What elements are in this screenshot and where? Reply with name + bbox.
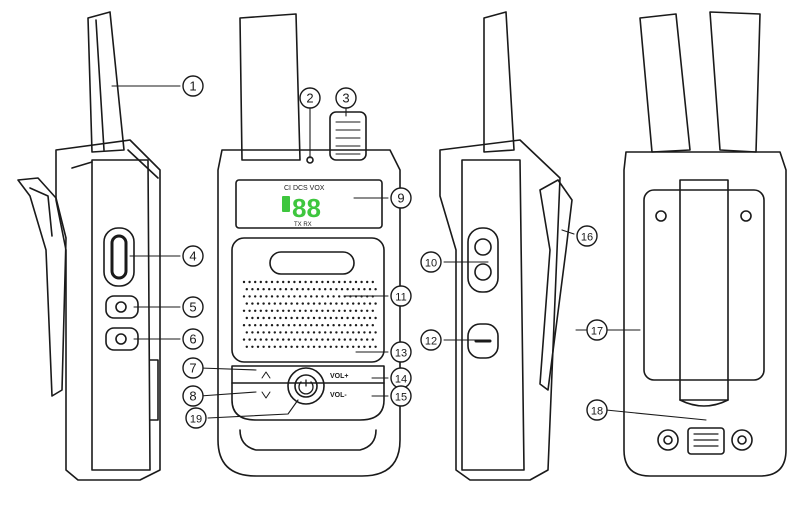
callout-19: 19 — [185, 407, 207, 429]
callout-4: 4 — [182, 245, 204, 267]
callout-label-16: 16 — [581, 232, 593, 244]
display-digits: 88 — [292, 193, 321, 223]
back-view — [623, 11, 787, 477]
vol-up-label: VOL+ — [330, 373, 348, 380]
callout-2: 2 — [299, 87, 321, 109]
callout-1: 1 — [182, 75, 204, 97]
callout-label-12: 12 — [425, 336, 437, 348]
callout-15: 15 — [390, 385, 412, 407]
callout-10: 10 — [420, 251, 442, 273]
callout-label-3: 3 — [342, 91, 349, 106]
callout-label-11: 11 — [395, 292, 406, 304]
callout-11: 11 — [390, 285, 412, 307]
callout-8: 8 — [182, 385, 204, 407]
callout-label-4: 4 — [189, 249, 196, 264]
down-arrow-icon — [261, 391, 271, 399]
callout-17: 17 — [586, 319, 608, 341]
display-top-icons: CI DCS VOX — [284, 185, 325, 192]
front-view: CI DCS VOX 88 TX RX VOL+ VOL- — [217, 13, 401, 477]
callout-label-13: 13 — [395, 348, 407, 360]
callout-label-1: 1 — [189, 79, 196, 94]
callout-label-15: 15 — [395, 392, 407, 404]
callout-9: 9 — [390, 187, 412, 209]
vol-down-label: VOL- — [330, 392, 347, 399]
display-bottom-icons: TX RX — [294, 222, 312, 228]
callout-label-19: 19 — [190, 414, 202, 426]
callout-label-18: 18 — [591, 406, 603, 418]
right-side-view — [439, 11, 573, 481]
callout-14: 14 — [390, 367, 412, 389]
callout-label-2: 2 — [306, 91, 313, 106]
power-button[interactable] — [287, 367, 325, 405]
callout-5: 5 — [182, 296, 204, 318]
callout-label-17: 17 — [591, 326, 603, 338]
callout-13: 13 — [390, 341, 412, 363]
callout-label-9: 9 — [397, 191, 404, 206]
leader-lines — [111, 85, 707, 421]
callout-6: 6 — [182, 328, 204, 350]
callout-label-6: 6 — [189, 332, 196, 347]
left-side-view — [17, 11, 161, 481]
callout-7: 7 — [182, 357, 204, 379]
callout-16: 16 — [576, 225, 598, 247]
callout-label-5: 5 — [189, 300, 196, 315]
battery-icon — [282, 196, 290, 212]
callout-3: 3 — [335, 87, 357, 109]
callout-18: 18 — [586, 399, 608, 421]
callout-12: 12 — [420, 329, 442, 351]
callout-label-14: 14 — [395, 374, 407, 386]
up-arrow-icon — [261, 371, 271, 379]
speaker-grille — [242, 280, 377, 348]
callout-label-8: 8 — [189, 389, 196, 404]
callout-label-10: 10 — [425, 258, 437, 270]
callout-label-7: 7 — [189, 361, 196, 376]
